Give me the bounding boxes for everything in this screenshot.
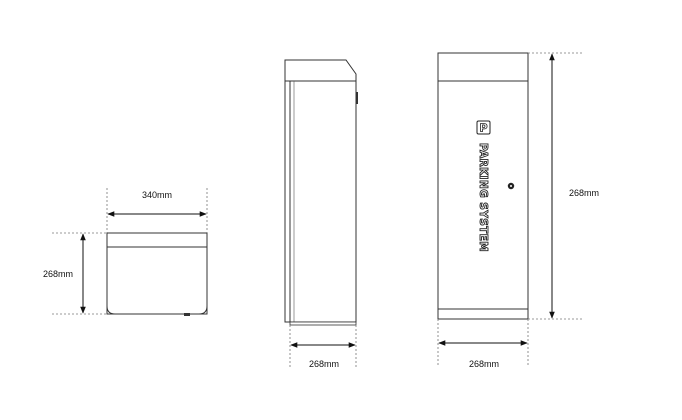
dimension-front-height: 268mm <box>528 52 599 320</box>
dimension-label-side-depth: 268mm <box>309 359 339 369</box>
top-view-foot <box>184 313 190 316</box>
side-view-cap <box>284 59 357 82</box>
side-view-back-panel <box>284 80 291 323</box>
dimension-front-width: 268mm <box>437 319 529 369</box>
top-view <box>106 232 208 316</box>
parking-logo: P <box>476 120 491 135</box>
dimension-label-top-width: 340mm <box>142 190 172 200</box>
dimension-top-width: 340mm <box>106 188 208 233</box>
dimension-label-front-height: 268mm <box>569 188 599 198</box>
front-view: P PARKING SYSTEM <box>437 52 529 320</box>
side-view-body <box>289 80 357 323</box>
brand-text: PARKING SYSTEM <box>477 143 489 252</box>
dimension-label-top-height: 268mm <box>43 269 73 279</box>
parking-logo-letter: P <box>479 122 487 135</box>
dimension-side-depth: 268mm <box>289 325 357 369</box>
side-view <box>284 59 358 326</box>
side-view-hinge <box>356 92 358 104</box>
dimension-top-height: 268mm <box>43 232 107 315</box>
dimension-label-front-width: 268mm <box>469 359 499 369</box>
top-view-body-rounded <box>106 232 208 315</box>
lock-icon <box>507 182 515 190</box>
side-view-foot <box>289 321 357 326</box>
